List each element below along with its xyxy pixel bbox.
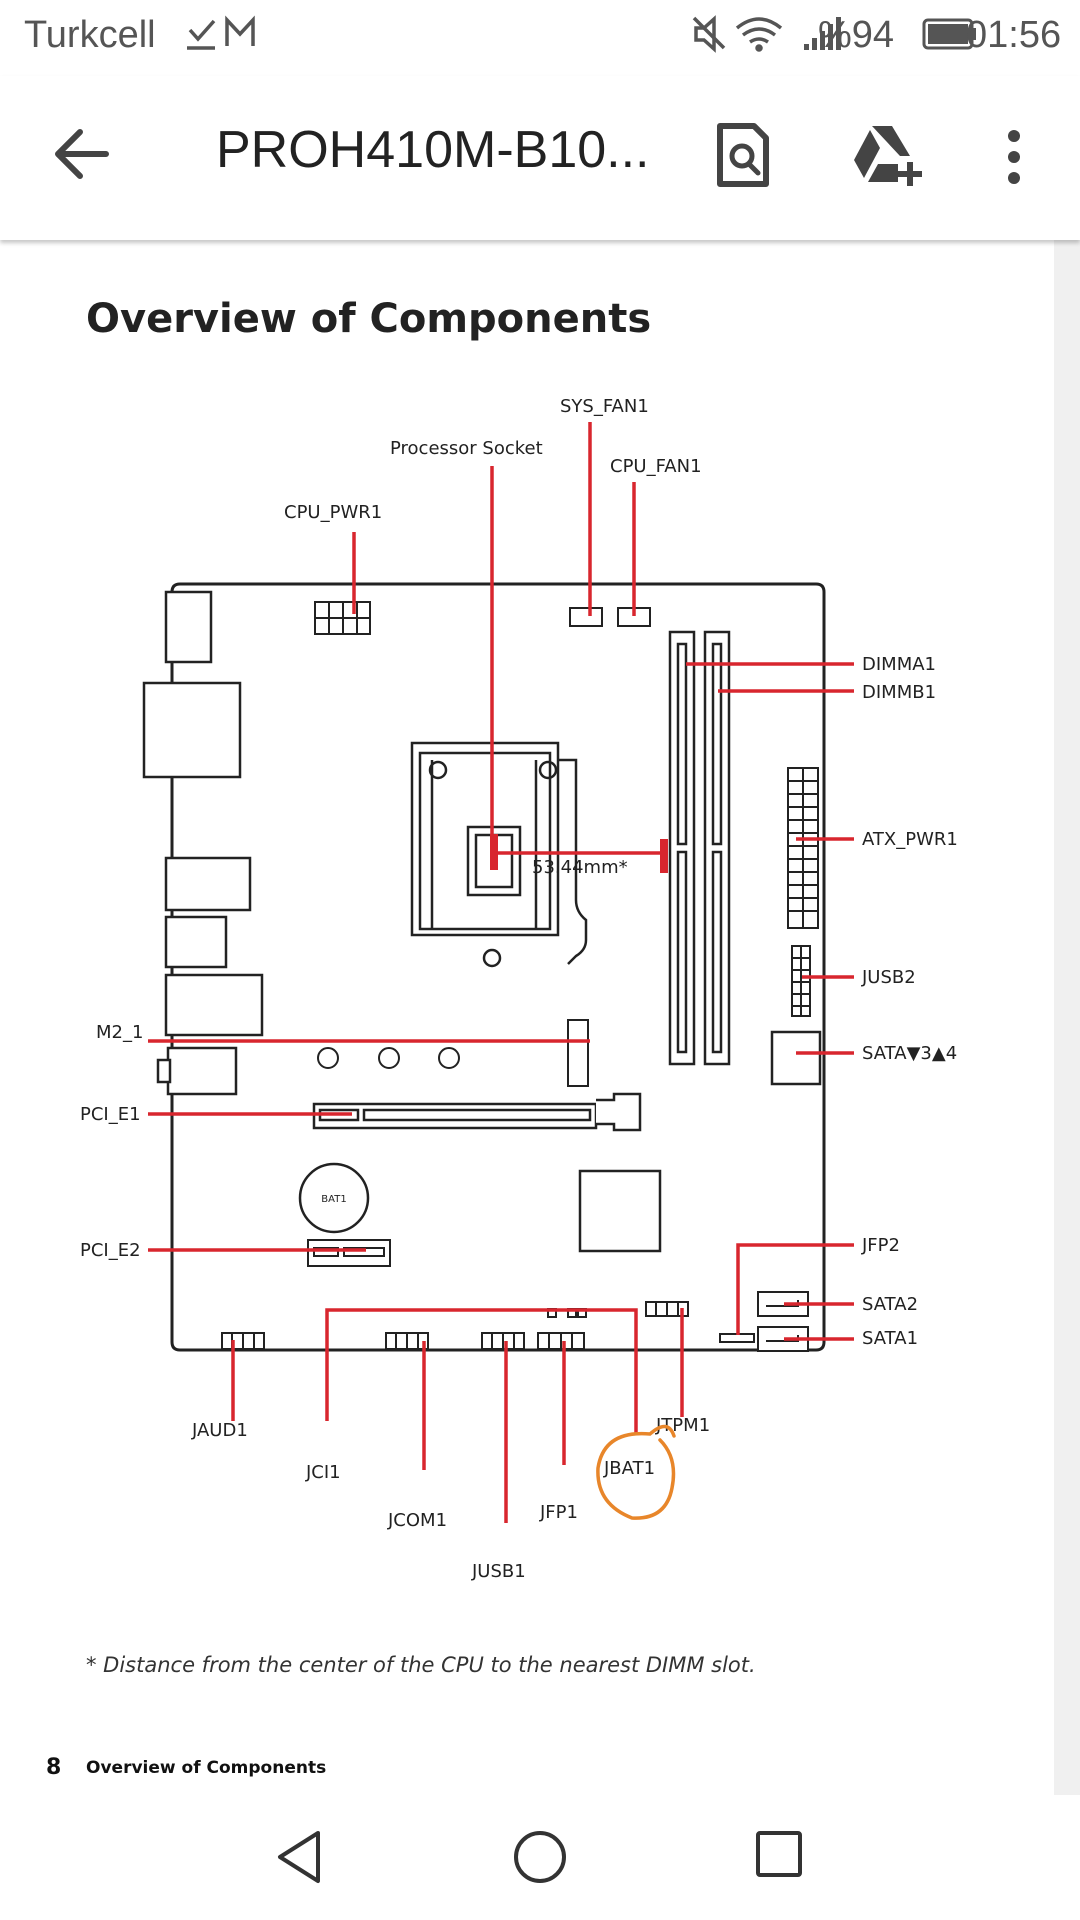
bat1-label: BAT1 — [321, 1194, 346, 1205]
search-document-icon[interactable] — [710, 120, 778, 192]
label-distance: 53.44mm* — [532, 857, 628, 878]
signal-icon — [804, 17, 841, 50]
scrollbar-track[interactable] — [1054, 240, 1080, 1795]
footnote: * Distance from the center of the CPU to… — [86, 1653, 756, 1677]
label-cpu-pwr1: CPU_PWR1 — [284, 502, 382, 523]
label-jcom1: JCOM1 — [387, 1510, 447, 1531]
m2-slot — [317, 1019, 589, 1087]
label-jtpm1: JTPM1 — [655, 1415, 710, 1436]
dimm-slots — [668, 630, 731, 1066]
label-jaud1: JAUD1 — [191, 1420, 248, 1441]
label-sys-fan1: SYS_FAN1 — [560, 396, 649, 417]
label-atx-pwr1: ATX_PWR1 — [862, 829, 958, 850]
chipset — [578, 1169, 662, 1253]
navigation-bar — [0, 1795, 1080, 1920]
sata12-connectors — [757, 1291, 809, 1352]
document-title: PROH410M-B10... — [216, 121, 650, 179]
rear-io — [142, 590, 264, 1096]
fan-headers — [569, 607, 651, 627]
app-bar: PROH410M-B10... — [0, 76, 1080, 240]
bat1-battery — [298, 1162, 370, 1234]
label-dimmb1: DIMMB1 — [862, 682, 936, 703]
cpu-pwr1-connector — [314, 601, 371, 635]
label-jusb2: JUSB2 — [861, 967, 916, 988]
label-jfp2: JFP2 — [861, 1235, 900, 1256]
pdf-page[interactable]: Overview of Components — [0, 240, 1080, 1795]
label-sata1: SATA1 — [862, 1328, 918, 1349]
battery-percent: %94 — [818, 14, 895, 56]
pci-e1-slot — [312, 1092, 642, 1132]
wifi-icon — [735, 17, 783, 52]
label-cpu-fan1: CPU_FAN1 — [610, 456, 702, 477]
page-number: 8 — [46, 1755, 61, 1780]
gmail-icon — [225, 15, 255, 46]
label-sata2: SATA2 — [862, 1294, 918, 1315]
more-vert-icon[interactable] — [1000, 128, 1028, 186]
leader-lines — [148, 422, 854, 1523]
label-jbat1: JBAT1 — [603, 1458, 655, 1479]
nav-home-icon[interactable] — [510, 1827, 570, 1887]
checkmark-download-icon — [187, 19, 216, 50]
distance-marker — [490, 834, 668, 873]
add-to-drive-icon[interactable] — [852, 122, 924, 188]
annotation-circle — [596, 1424, 676, 1520]
sata34-connector — [770, 1030, 822, 1086]
clock: 01:56 — [966, 14, 1062, 56]
bottom-headers — [221, 1301, 755, 1350]
back-arrow-icon[interactable] — [50, 122, 114, 186]
mute-icon — [692, 15, 726, 53]
board-outline — [170, 582, 826, 1352]
label-jusb1: JUSB1 — [471, 1561, 526, 1582]
atx-pwr1-connector — [787, 767, 819, 929]
label-dimma1: DIMMA1 — [862, 654, 936, 675]
label-pci-e1: PCI_E1 — [80, 1104, 141, 1125]
status-bar: Turkcell %94 01:56 — [0, 0, 1080, 76]
label-processor-socket: Processor Socket — [390, 438, 543, 459]
page-footer-title: Overview of Components — [86, 1758, 326, 1778]
label-sata34: SATA▼3▲4 — [862, 1043, 957, 1064]
motherboard-diagram: Overview of Components — [46, 296, 958, 1780]
page-heading: Overview of Components — [86, 296, 651, 342]
processor-socket — [410, 741, 588, 968]
carrier-name: Turkcell — [24, 14, 156, 56]
battery-icon — [922, 18, 976, 50]
diagram-labels: SYS_FAN1 Processor Socket CPU_FAN1 CPU_P… — [80, 396, 958, 1582]
label-m2-1: M2_1 — [96, 1022, 143, 1043]
pci-e2-slot — [307, 1239, 391, 1267]
nav-recents-icon[interactable] — [754, 1829, 806, 1881]
label-jfp1: JFP1 — [539, 1502, 578, 1523]
label-jci1: JCI1 — [305, 1462, 341, 1483]
status-icons — [187, 15, 976, 53]
nav-back-icon[interactable] — [272, 1827, 328, 1887]
label-pci-e2: PCI_E2 — [80, 1240, 141, 1261]
jusb2-header — [791, 945, 811, 1017]
